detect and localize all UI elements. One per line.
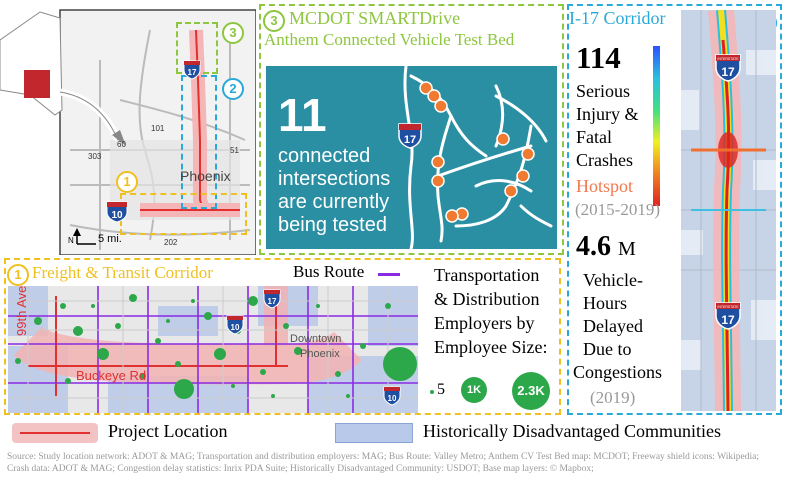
i17-bottom-shield-icon: INTERSTATE 17 bbox=[715, 302, 741, 330]
hotspot-label: Hotspot bbox=[576, 176, 634, 196]
freight-shield-10-east-label: 10 bbox=[388, 394, 397, 403]
crash-years: (2015-2019) bbox=[575, 200, 660, 219]
employers-title-line-4: Employee Size: bbox=[434, 337, 548, 357]
i17-top-shield-banner: INTERSTATE bbox=[717, 57, 739, 61]
anthem-title-line1: MCDOT SMARTDrive bbox=[289, 8, 461, 28]
crash-label-line-3: Fatal bbox=[576, 127, 612, 147]
freight-panel: 1 Freight & Transit Corridor bbox=[4, 258, 561, 415]
crash-count: 114 bbox=[576, 40, 621, 75]
delay-label-line-3: Delayed bbox=[583, 316, 643, 336]
freight-title: Freight & Transit Corridor bbox=[32, 263, 213, 282]
bus-route-label: Bus Route bbox=[293, 262, 365, 281]
anthem-map: 17 11 connected intersections are curren… bbox=[266, 66, 557, 249]
disadvantaged-label: Historically Disadvantaged Communities bbox=[423, 421, 721, 441]
overview-phoenix-label: Phoenix bbox=[180, 168, 231, 184]
freight-map: 17 10 10 99th Ave Buckeye Rd Downtown Ph… bbox=[8, 286, 418, 413]
overview-shield-17-label: 17 bbox=[188, 68, 197, 77]
overview-map: 3 2 1 17 10 303 60 101 51 202 Phoenix N … bbox=[0, 0, 256, 255]
anthem-title-line2: Anthem Connected Vehicle Test Bed bbox=[264, 30, 515, 49]
delay-label-line-4: Due to bbox=[583, 339, 632, 359]
i17-top-shield-icon: INTERSTATE 17 bbox=[715, 54, 741, 82]
employers-title-line-1: Transportation bbox=[434, 265, 540, 285]
overview-marker-one: 1 bbox=[116, 171, 138, 193]
anthem-interstate-17-shield-icon: 17 bbox=[398, 123, 422, 149]
delay-label-line-1: Vehicle- bbox=[583, 270, 643, 290]
i17-heatmap-map: INTERSTATE 17 INTERSTATE 17 bbox=[681, 10, 776, 411]
delay-label-line-2: Hours bbox=[583, 293, 627, 313]
employer-size-small-label: 5 bbox=[437, 381, 445, 398]
delay-value: 4.6 M bbox=[576, 231, 636, 263]
label-downtown: Downtown bbox=[290, 333, 342, 345]
disadvantaged-swatch bbox=[335, 423, 413, 443]
anthem-marker: 3 bbox=[263, 10, 285, 32]
i17-top-shield-label: 17 bbox=[721, 65, 735, 79]
delay-number: 4.6 bbox=[576, 231, 611, 262]
employers-title-line-3: Employers by bbox=[434, 313, 535, 333]
employer-size-small-dot bbox=[430, 390, 434, 394]
freight-map-graphic bbox=[8, 286, 418, 413]
anthem-intersection-count: 11 bbox=[278, 89, 327, 141]
anthem-road-network bbox=[403, 66, 553, 249]
freight-marker: 1 bbox=[7, 264, 29, 286]
anthem-panel: 3 MCDOT SMARTDrive Anthem Connected Vehi… bbox=[259, 4, 564, 255]
interstate-10-shield-icon: 10 bbox=[106, 201, 128, 223]
anthem-caption: connected intersections are currently be… bbox=[278, 145, 391, 236]
i17-study-box bbox=[181, 75, 217, 209]
route-label-51: 51 bbox=[230, 146, 239, 155]
interstate-17-shield-icon: 17 bbox=[183, 60, 201, 80]
overview-marker-two: 2 bbox=[222, 78, 244, 100]
north-label: N bbox=[68, 236, 74, 245]
employer-size-large: 2.3K bbox=[512, 372, 550, 410]
project-location-swatch bbox=[12, 423, 98, 443]
route-label-303: 303 bbox=[88, 152, 102, 161]
route-label-60: 60 bbox=[117, 140, 126, 149]
overview-shield-10-label: 10 bbox=[111, 210, 123, 221]
route-label-202: 202 bbox=[164, 238, 178, 247]
i17-bottom-shield-banner: INTERSTATE bbox=[717, 305, 739, 309]
bus-route-line-swatch bbox=[378, 273, 400, 276]
freight-interstate-17-shield-icon: 17 bbox=[263, 289, 281, 309]
label-buckeye-rd: Buckeye Rd bbox=[76, 368, 147, 383]
employer-size-medium: 1K bbox=[461, 377, 487, 403]
i17-bottom-shield-label: 17 bbox=[721, 313, 735, 327]
crash-label-line-4: Crashes bbox=[576, 150, 633, 170]
project-location-line bbox=[20, 432, 90, 434]
employers-title-line-2: & Distribution bbox=[434, 289, 540, 309]
source-text: Source: Study location network: ADOT & M… bbox=[7, 452, 759, 474]
overview-marker-three: 3 bbox=[222, 22, 244, 44]
i17-panel: I-17 Corridor 2 114 Serious Injury & Fat… bbox=[567, 4, 782, 415]
anthem-shield-label: 17 bbox=[404, 134, 416, 146]
label-phoenix: Phoenix bbox=[300, 348, 340, 360]
crash-label-line-2: Injury & bbox=[576, 104, 639, 124]
hotspot-color-ramp bbox=[653, 46, 660, 206]
delay-label-line-5: Congestions bbox=[573, 362, 663, 382]
freight-study-box bbox=[120, 193, 247, 235]
crash-label-line-1: Serious bbox=[576, 81, 630, 101]
freight-interstate-10-shield-icon: 10 bbox=[226, 315, 244, 335]
route-label-101: 101 bbox=[151, 124, 165, 133]
delay-unit: M bbox=[618, 238, 636, 260]
delay-years: (2019) bbox=[590, 388, 636, 407]
freight-shield-17-label: 17 bbox=[268, 297, 277, 306]
label-99th-ave: 99th Ave bbox=[14, 286, 29, 336]
i17-title: I-17 Corridor bbox=[569, 8, 666, 28]
project-location-label: Project Location bbox=[108, 421, 228, 441]
freight-shield-10-label: 10 bbox=[231, 323, 240, 332]
scale-label: 5 mi. bbox=[98, 233, 122, 245]
freight-interstate-10-shield-east-icon: 10 bbox=[383, 386, 401, 406]
